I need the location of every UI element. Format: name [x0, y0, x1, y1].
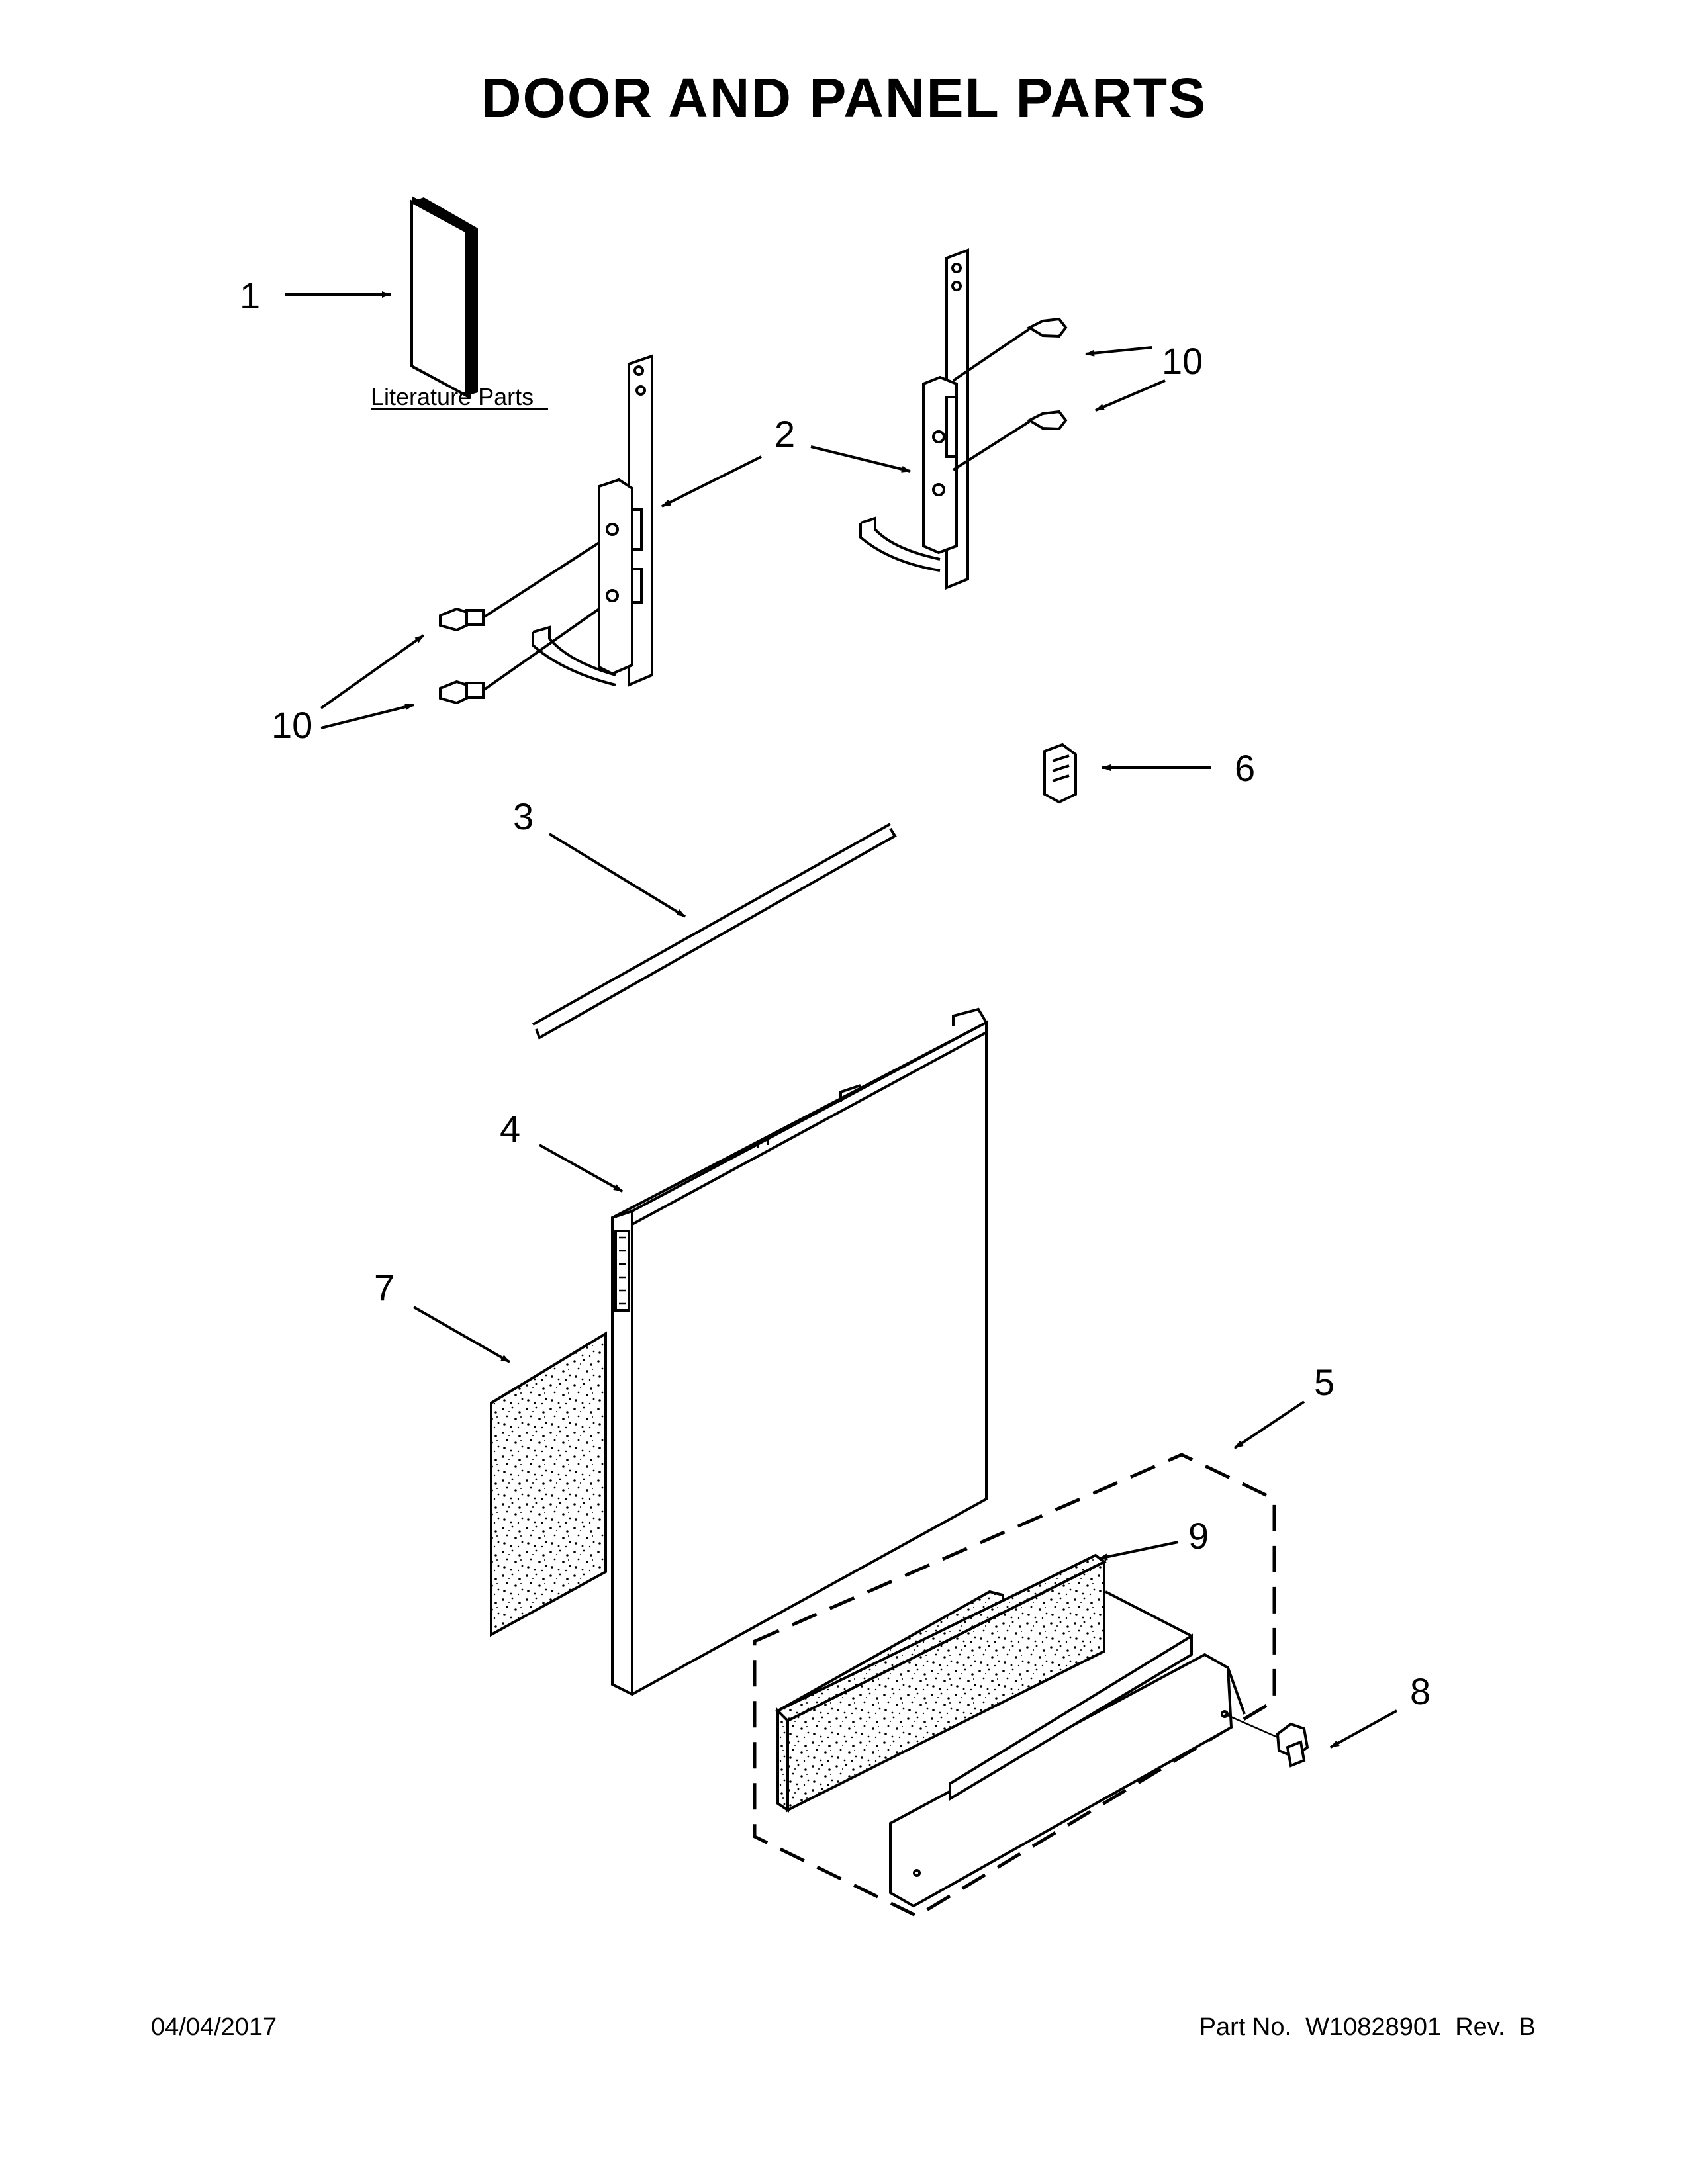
toe-panel-insulation: [774, 1553, 1107, 1813]
callout-7: 7: [374, 1267, 395, 1308]
door-clip: [1043, 743, 1077, 804]
callout-1: 1: [240, 275, 260, 316]
toe-panel: [889, 1590, 1246, 1908]
leader-arrows: [285, 291, 1397, 1749]
callout-6: 6: [1235, 747, 1255, 789]
door-panel: [611, 1007, 988, 1697]
callout-8: 8: [1410, 1670, 1430, 1712]
toe-panel-assembly-outline: [753, 1453, 1276, 1918]
callout-5: 5: [1314, 1361, 1335, 1403]
page-title: DOOR AND PANEL PARTS: [481, 67, 1207, 129]
callout-9: 9: [1188, 1515, 1209, 1557]
toe-panel-screw: [1224, 1713, 1309, 1768]
right-hinge-screw-upper: [952, 317, 1068, 382]
callout-2: 2: [774, 413, 795, 455]
right-hinge-bracket: [859, 248, 969, 590]
left-hinge-bracket: [532, 354, 653, 688]
footer-part-number: Part No. W10828901 Rev. B: [1199, 2013, 1536, 2041]
literature-parts-label: Literature Parts: [371, 383, 534, 410]
left-hinge-screw-upper: [439, 541, 600, 632]
callout-10-right: 10: [1162, 340, 1203, 382]
door-insulation-pad: [490, 1331, 607, 1637]
left-hinge-screw-lower: [439, 608, 600, 705]
callout-3: 3: [513, 796, 534, 837]
door-rod: [532, 823, 897, 1040]
callout-10-left: 10: [271, 704, 312, 746]
callout-4: 4: [500, 1108, 520, 1150]
literature-parts-booklet: [410, 196, 478, 400]
right-hinge-screw-lower: [952, 410, 1068, 471]
footer-date: 04/04/2017: [151, 2013, 277, 2041]
